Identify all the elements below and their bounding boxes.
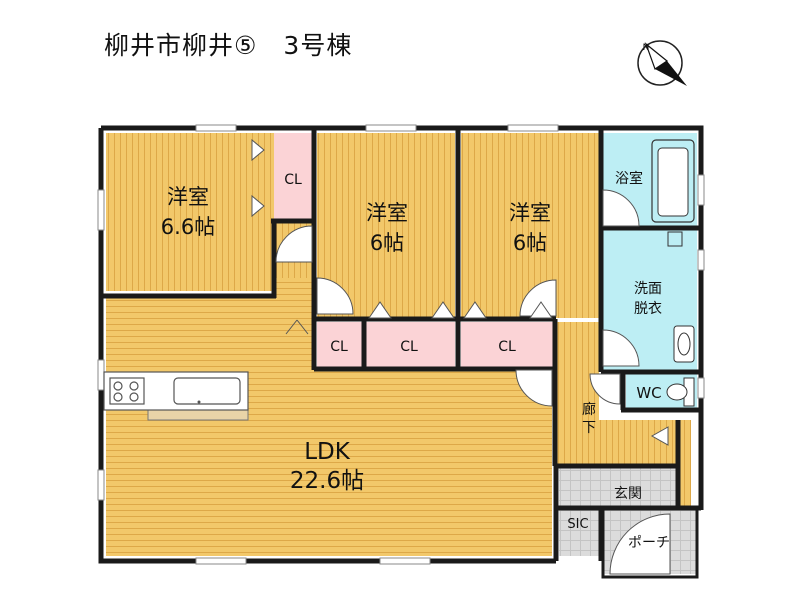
closet-small-label: CL xyxy=(330,339,348,355)
bedroom2-name: 洋室 xyxy=(366,201,408,225)
toilet-icon xyxy=(666,377,695,407)
fixtures xyxy=(103,139,695,421)
door-swings xyxy=(275,189,671,575)
closet-bedroom2-label: CL xyxy=(400,339,418,355)
porch-label: ポーチ xyxy=(628,535,670,551)
bedroom3-name: 洋室 xyxy=(509,201,551,225)
bedroom1-floor xyxy=(106,133,274,291)
closet-bedroom3-label: CL xyxy=(498,339,516,355)
closet-bedroom1-floor xyxy=(274,133,312,223)
closet-door-symbols xyxy=(251,138,669,446)
wc-label: WC xyxy=(636,384,661,402)
hall-label-line1: 廊 xyxy=(582,401,596,418)
stove-burner-icon xyxy=(109,377,145,405)
washroom-label-line1: 洗面 xyxy=(634,281,662,297)
closet-bedroom3-floor xyxy=(461,322,553,367)
bedroom1-name: 洋室 xyxy=(167,185,209,209)
sic-label: SIC xyxy=(567,517,588,532)
entrance-label: 玄関 xyxy=(614,485,642,502)
bedroom3-floor xyxy=(461,133,599,318)
windows xyxy=(97,124,705,565)
compass-icon: N xyxy=(637,40,687,86)
bathtub-icon xyxy=(651,139,695,223)
room-labels: 洋室 6.6帖 洋室 6帖 洋室 6帖 CL CL CL CL 浴室 洗面 脱衣… xyxy=(161,170,670,551)
washroom-label-line2: 脱衣 xyxy=(634,301,662,317)
ldk-size: 22.6帖 xyxy=(290,468,364,494)
hall-label-line2: 下 xyxy=(582,420,596,436)
bath-label: 浴室 xyxy=(615,170,643,187)
washing-machine-spot xyxy=(667,231,683,247)
entrance-floor xyxy=(559,468,676,506)
closet-small-floor xyxy=(317,322,362,367)
closet-bedroom1-label: CL xyxy=(284,172,302,188)
hall-floor xyxy=(556,322,599,464)
ldk-name: LDK xyxy=(304,439,351,465)
bedroom2-size: 6帖 xyxy=(370,231,404,255)
closet-bedroom2-floor xyxy=(362,322,455,367)
bedroom3-size: 6帖 xyxy=(513,231,547,255)
bedroom1-size: 6.6帖 xyxy=(161,215,215,239)
ldk-floor xyxy=(106,278,552,556)
sic-floor xyxy=(559,506,601,556)
washbasin-icon xyxy=(673,325,695,363)
page-title: 柳井市柳井⑤ 3号棟 xyxy=(104,31,353,60)
compass-north-label: N xyxy=(643,43,650,53)
